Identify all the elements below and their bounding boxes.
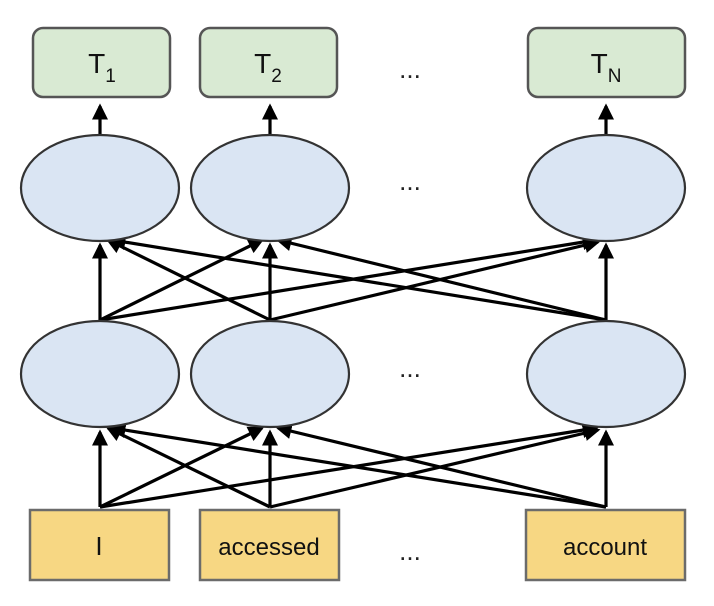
input-ellipsis: ... <box>399 536 421 566</box>
svg-text:T2: T2 <box>254 48 282 87</box>
upper-node-n <box>525 133 687 243</box>
input-token-2: accessed <box>198 508 341 582</box>
input-token-1: I <box>28 508 171 582</box>
lower-node-1 <box>19 319 181 429</box>
upper-node-2 <box>189 133 351 243</box>
svg-text:TN: TN <box>591 48 622 87</box>
output-t1: T1 <box>31 26 172 99</box>
edges-input-to-lower <box>92 422 614 509</box>
input-token-n: account <box>524 508 687 582</box>
upper-node-1 <box>19 133 181 243</box>
lower-node-2 <box>189 319 351 429</box>
output-tn: TN <box>526 26 687 99</box>
upper-ellipsis: ... <box>399 166 421 196</box>
svg-text:I: I <box>95 531 102 561</box>
output-t2: T2 <box>198 26 339 99</box>
lower-node-n <box>525 319 687 429</box>
edges-lower-to-upper <box>92 234 614 322</box>
edges-upper-to-output <box>92 103 614 134</box>
lower-ellipsis: ... <box>399 353 421 383</box>
output-ellipsis: ... <box>399 54 421 84</box>
svg-text:accessed: accessed <box>218 534 319 561</box>
svg-text:T1: T1 <box>88 48 116 87</box>
svg-text:account: account <box>563 534 647 561</box>
